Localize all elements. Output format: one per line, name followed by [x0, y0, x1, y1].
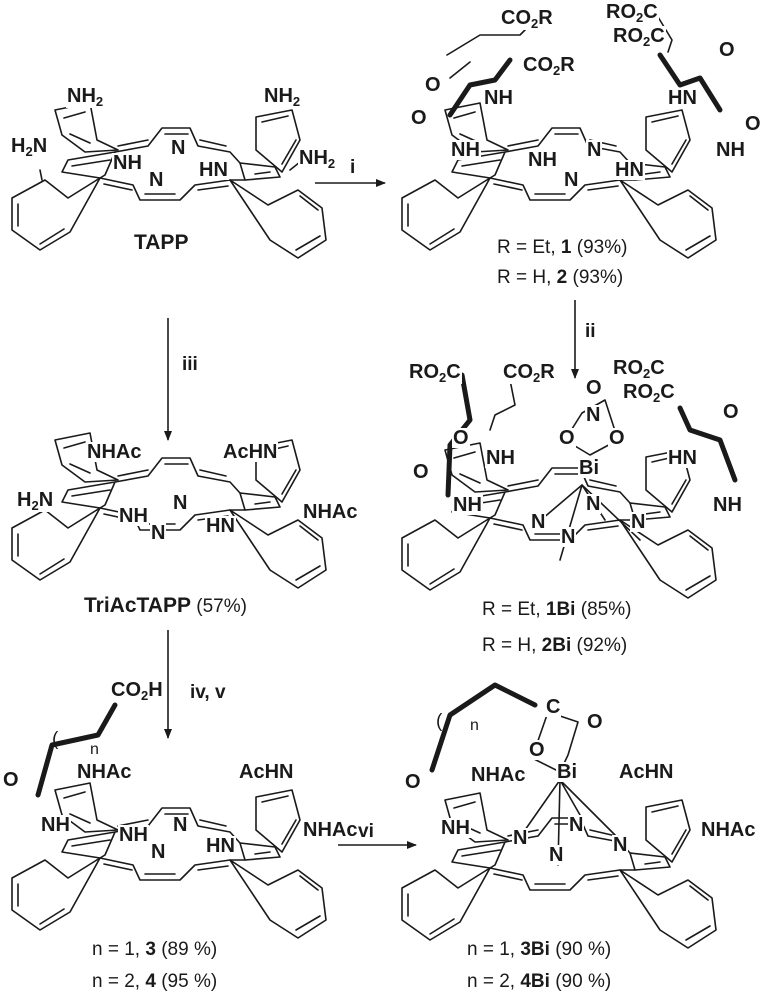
atom-label: N — [585, 493, 602, 515]
caption-compound-1bi: R = Et, 1Bi (85%) — [482, 599, 632, 620]
atom-label: NHAc — [302, 819, 359, 841]
atom-label: O — [424, 74, 442, 96]
compound-1-2-structure — [401, 102, 717, 259]
atom-label: NH — [712, 494, 743, 516]
atom-label: CO2H — [110, 679, 164, 703]
atom-label: NH2 — [298, 147, 337, 171]
atom-label: CO2R — [502, 361, 556, 385]
atom-label: N — [548, 844, 565, 866]
atom-label: RO2C — [408, 361, 462, 385]
atom-label: NHAc — [700, 819, 757, 841]
atom-label: N — [630, 511, 647, 533]
atom-label: NH — [118, 824, 149, 846]
atom-label: NH — [440, 817, 471, 839]
bismuth-label: Bi — [556, 761, 578, 783]
atom-label: N — [568, 814, 585, 836]
atom-label: NHAc — [76, 761, 133, 783]
atom-label: RO2C — [605, 1, 659, 25]
atom-label: HN — [198, 159, 229, 181]
atom-label: N — [150, 841, 167, 863]
atom-label: N — [170, 137, 187, 159]
atom-label: RO2C — [622, 381, 676, 405]
atom-label: O — [608, 427, 626, 449]
atom-label: HN — [205, 515, 236, 537]
atom-label: HN — [667, 447, 698, 469]
repeat-paren: ( — [52, 729, 59, 750]
caption-compound-4bi: n = 2, 4Bi (90 %) — [467, 971, 612, 992]
atom-label: N — [530, 511, 547, 533]
atom-label: HN — [667, 87, 698, 109]
caption-compound-3bi: n = 1, 3Bi (90 %) — [467, 939, 612, 960]
atom-label: NH2 — [66, 85, 105, 109]
atom-label: NH — [485, 447, 516, 469]
atom-label: NH — [715, 139, 746, 161]
atom-label: NH — [450, 139, 481, 161]
atom-label: N — [586, 139, 603, 161]
bismuth-label: Bi — [578, 457, 600, 479]
repeat-paren: ( — [436, 711, 443, 732]
atom-label: NH — [112, 152, 143, 174]
atom-label: AcHN — [238, 761, 295, 783]
atom-label: HN — [614, 159, 645, 181]
step-label-vi: vi — [358, 821, 374, 842]
atom-label: N — [612, 834, 629, 856]
atom-label: C — [545, 696, 562, 718]
atom-label: NH2 — [263, 85, 302, 109]
atom-label: O — [744, 113, 762, 135]
atom-label: N — [150, 522, 167, 544]
atom-label: O — [452, 427, 470, 449]
atom-label: O — [2, 769, 20, 791]
repeat-subscript-n: n — [470, 717, 479, 734]
step-label-iii: iii — [182, 354, 198, 375]
atom-label: RO2C — [612, 25, 666, 49]
atom-label: NH — [452, 494, 483, 516]
atom-label: O — [718, 39, 736, 61]
caption-compound-2bi: R = H, 2Bi (92%) — [482, 635, 628, 656]
compound-name-triactapp: TriAcTAPP (57%) — [84, 594, 247, 617]
atom-label: NH — [118, 505, 149, 527]
caption-compound-3: n = 1, 3 (89 %) — [92, 939, 218, 960]
caption-compound-2: R = H, 2 (93%) — [497, 267, 624, 288]
step-label-ii: ii — [585, 321, 596, 342]
atom-label: NH — [527, 149, 558, 171]
atom-label: N — [585, 404, 602, 426]
atom-label: O — [722, 401, 740, 423]
atom-label: N — [172, 814, 189, 836]
atom-label: NH — [40, 814, 71, 836]
atom-label: NHAc — [302, 501, 359, 523]
atom-label: N — [172, 492, 189, 514]
atom-label: O — [585, 377, 603, 399]
caption-compound-4: n = 2, 4 (95 %) — [92, 971, 218, 992]
step-label-i: i — [350, 157, 356, 178]
compound-3-4-structure — [11, 782, 327, 939]
atom-label: O — [528, 739, 546, 761]
atom-label: O — [410, 107, 428, 129]
compound-name-tapp: TAPP — [134, 231, 189, 254]
atom-label: CO2R — [500, 7, 554, 31]
caption-compound-1: R = Et, 1 (93%) — [497, 237, 628, 258]
atom-label: O — [404, 771, 422, 793]
atom-label: H2N — [10, 135, 49, 159]
atom-label: N — [560, 526, 577, 548]
atom-label: AcHN — [618, 761, 675, 783]
repeat-subscript-n: n — [90, 741, 99, 758]
atom-label: N — [148, 169, 165, 191]
step-label-iv-v: iv, v — [190, 682, 226, 703]
atom-label: NHAc — [86, 441, 143, 463]
atom-label: N — [512, 827, 529, 849]
atom-label: O — [558, 427, 576, 449]
atom-label: H2N — [16, 489, 55, 513]
atom-label: NH — [483, 87, 514, 109]
atom-label: CO2R — [522, 54, 576, 78]
atom-label: O — [586, 711, 604, 733]
atom-label: O — [412, 461, 430, 483]
atom-label: NHAc — [470, 764, 527, 786]
atom-label: RO2C — [612, 357, 666, 381]
atom-label: N — [563, 169, 580, 191]
triactapp-structure — [11, 432, 327, 589]
atom-label: HN — [205, 835, 236, 857]
atom-label: AcHN — [222, 441, 279, 463]
